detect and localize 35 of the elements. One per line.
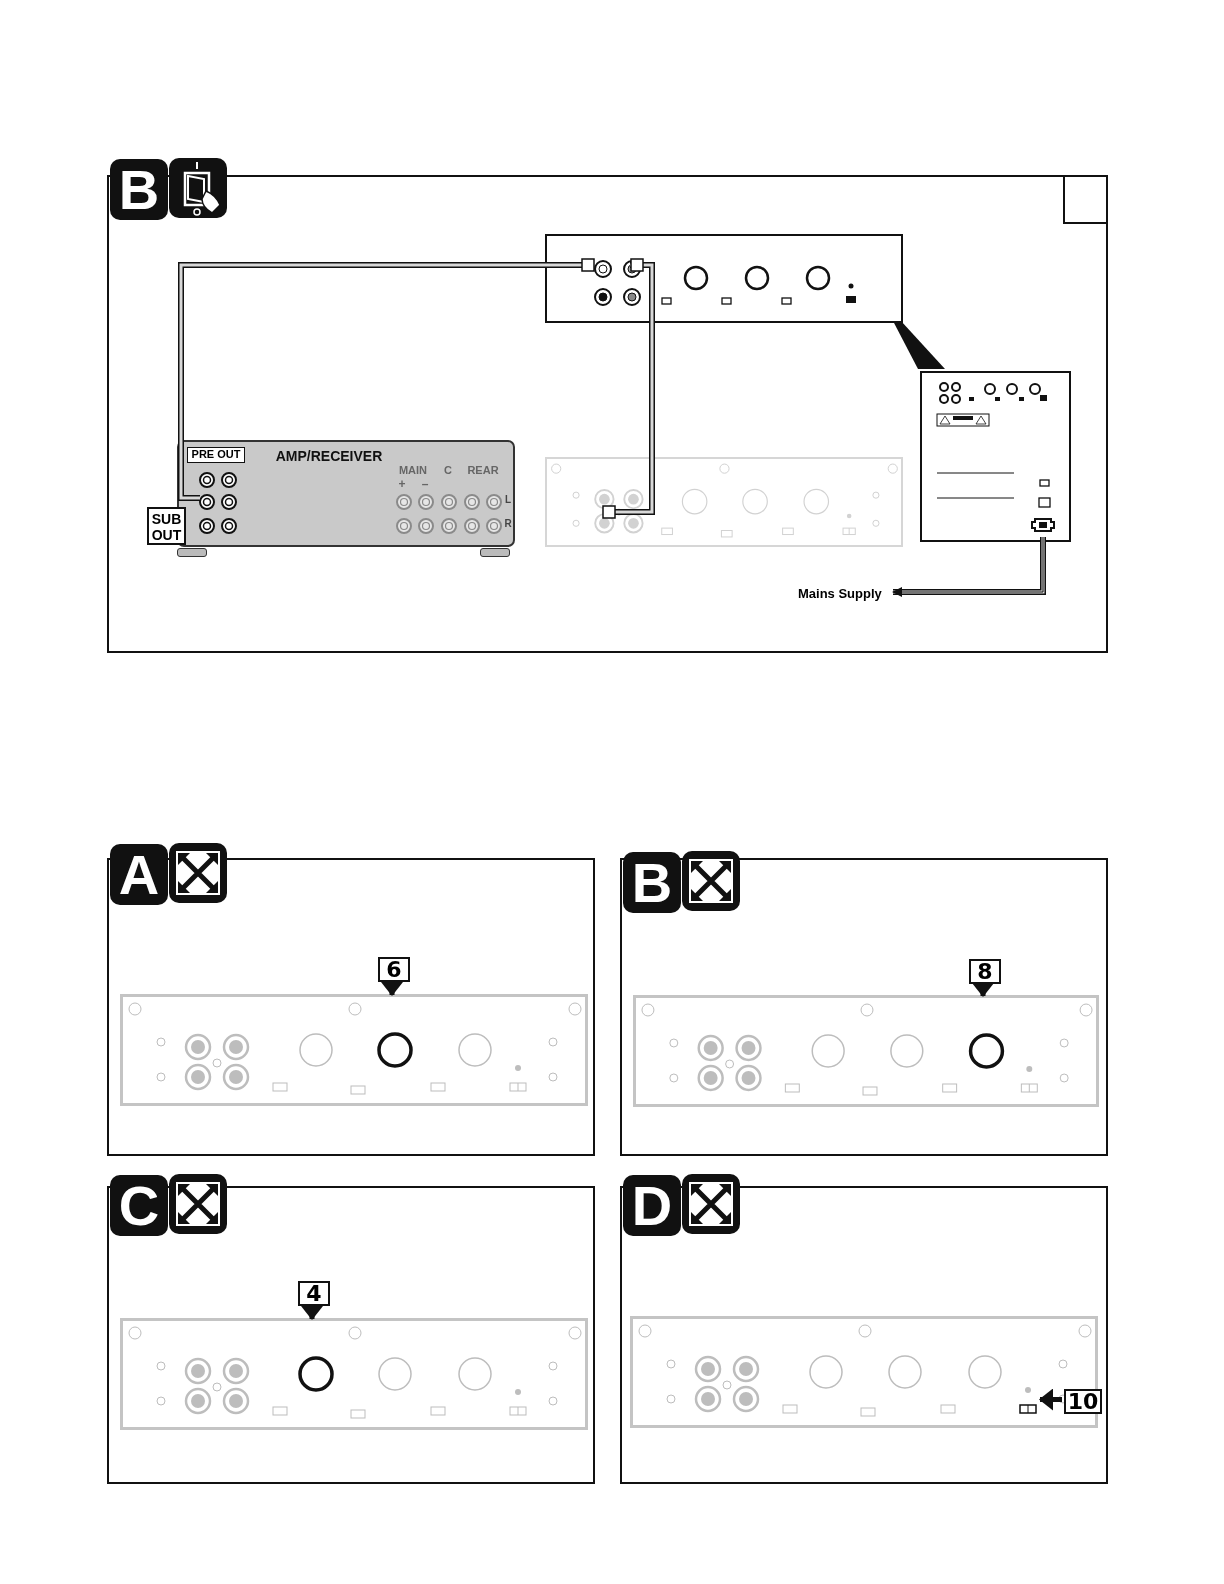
control-panel — [545, 457, 903, 547]
side-label: L — [503, 495, 513, 506]
callout-arrow — [301, 1304, 323, 1320]
callout-number: 6 — [378, 957, 410, 982]
callout-arrow — [1039, 1388, 1062, 1411]
supply-label: Mains Supply — [798, 585, 894, 603]
cable — [602, 258, 655, 519]
section-letter-badge: C — [110, 1175, 168, 1236]
port-label: PRE OUT — [187, 447, 245, 463]
zoom-pointer — [893, 321, 945, 369]
control-panel — [630, 1316, 1098, 1428]
channel-label: REAR — [466, 465, 500, 477]
cable — [892, 536, 1046, 597]
port-label: SUB OUT — [147, 507, 186, 545]
control-panel — [545, 234, 903, 323]
side-label: R — [503, 519, 513, 530]
section-letter-badge: A — [110, 844, 168, 905]
section-letter-badge: B — [623, 852, 681, 913]
section-letter-badge: B — [110, 159, 168, 220]
channel-label: MAIN — [397, 465, 429, 477]
callout-number: 4 — [298, 1281, 330, 1306]
polarity-label: + — [397, 478, 407, 491]
channel-label: C — [443, 465, 453, 477]
callout-number: 8 — [969, 959, 1001, 984]
subwoofer-rear-panel — [920, 371, 1071, 542]
control-panel — [633, 995, 1099, 1107]
control-panel — [120, 994, 588, 1106]
callout-arrow — [381, 980, 403, 996]
callout-arrow — [972, 982, 994, 997]
cable — [178, 258, 595, 501]
section-letter-badge: D — [623, 1175, 681, 1236]
polarity-label: – — [420, 478, 430, 491]
device-title: AMP/RECEIVER — [274, 449, 384, 464]
control-panel — [120, 1318, 588, 1430]
callout-number: 10 — [1064, 1389, 1102, 1414]
